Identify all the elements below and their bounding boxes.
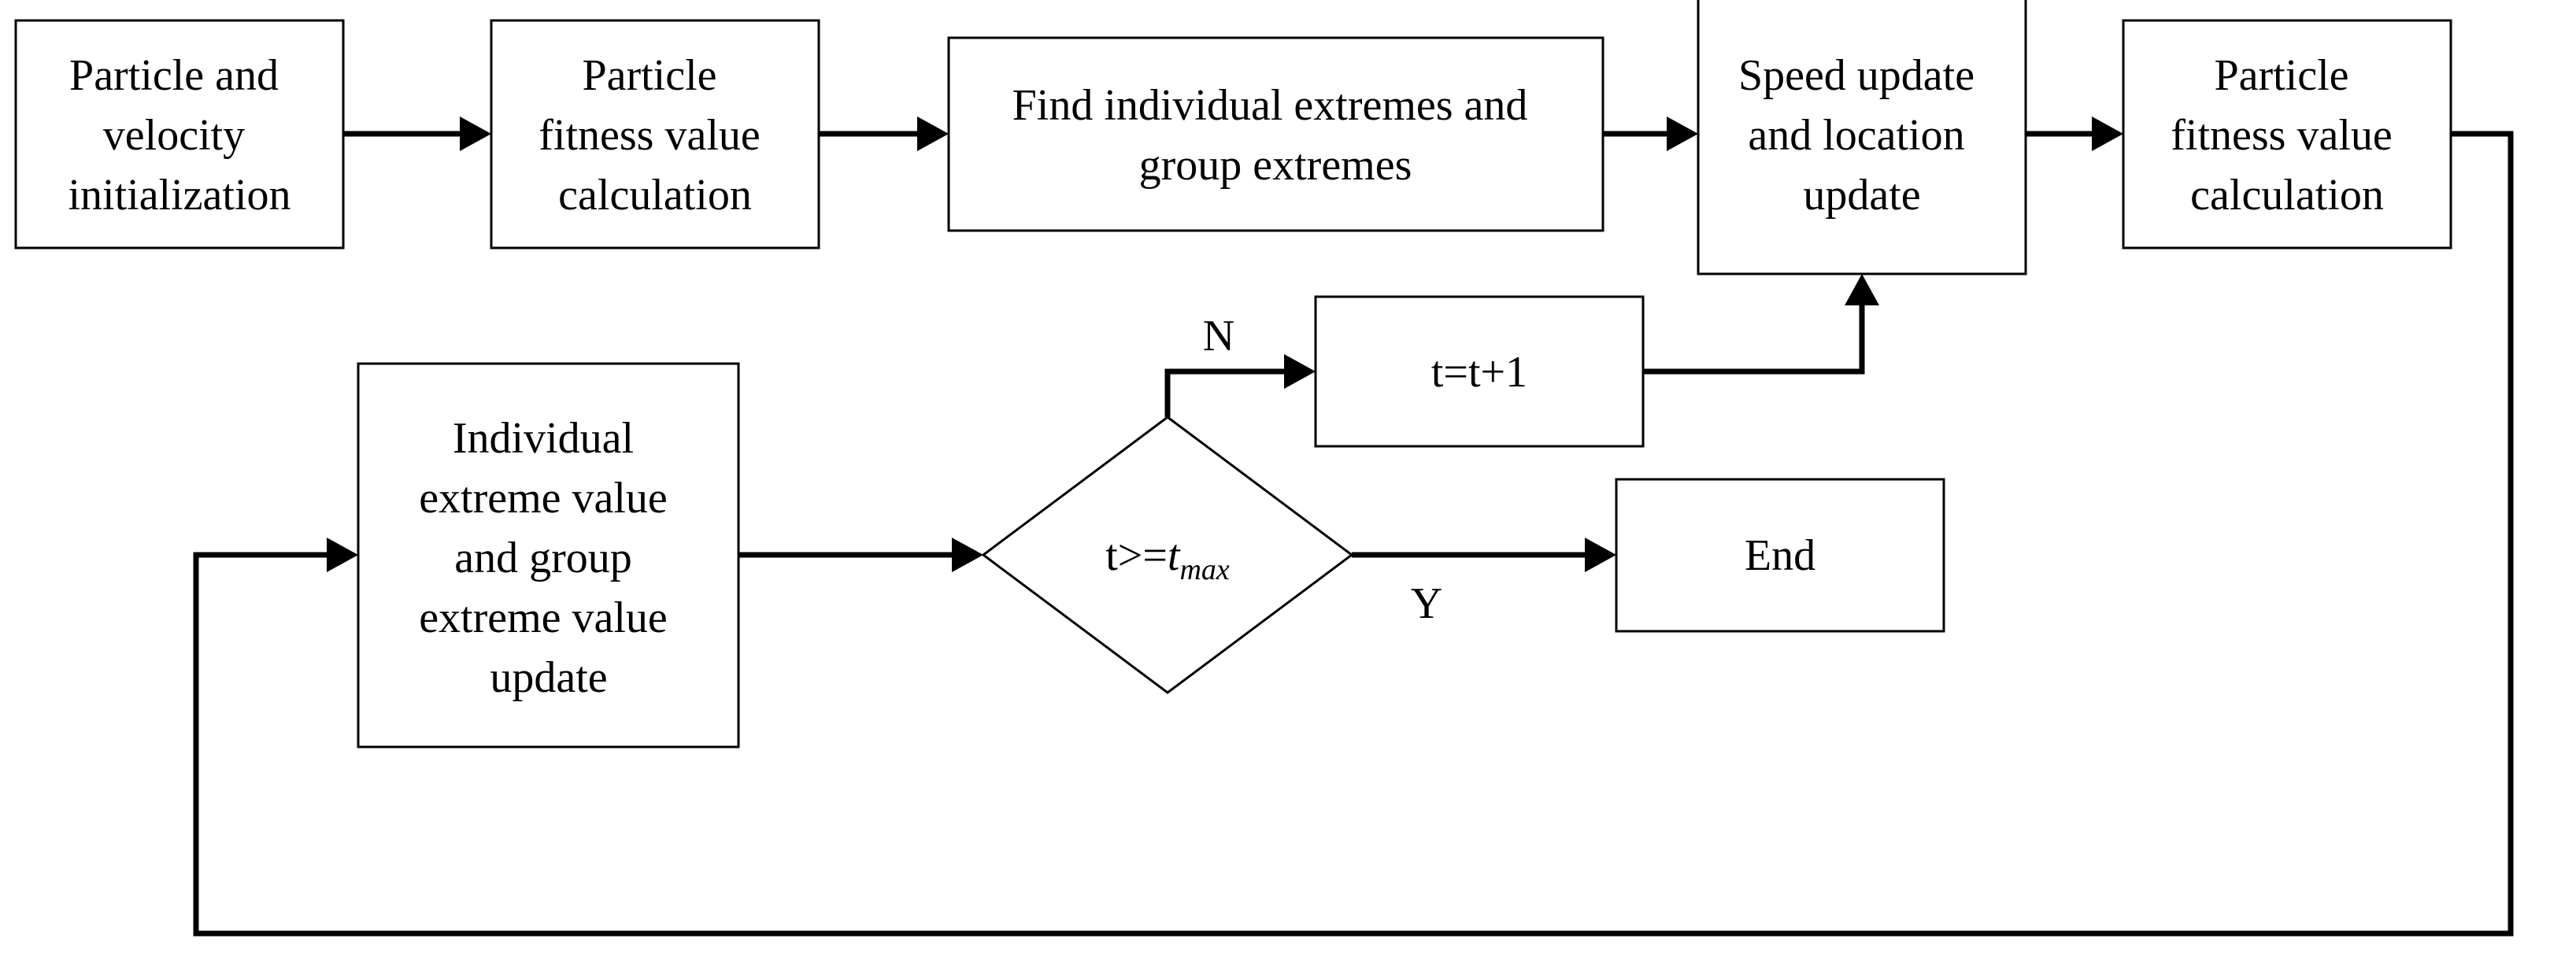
arrowhead-right (327, 538, 358, 572)
svg-text:Particle and velocity: Particle and velocity initialization (68, 51, 291, 220)
node-fitness2-line-1: Particle (2214, 51, 2348, 100)
node-speed-update-line-1: Speed update (1738, 51, 1975, 100)
node-find-extremes-line-1: Find individual extremes and (1012, 81, 1528, 130)
arrowhead-right (1284, 354, 1316, 389)
node-init-line-3: initialization (68, 171, 291, 220)
node-fitness-calculation-2: Particle fitness value calculation (2122, 19, 2452, 249)
node-speed-location-update: Speed update and location update (1697, 0, 2027, 275)
svg-text:Particle fitness value: Particle fitness value calculation (539, 51, 771, 220)
node-end-text: End (1745, 531, 1815, 580)
connector-decision-yes-to-end (1352, 538, 1616, 572)
svg-text:Speed update and locatio: Speed update and location update (1738, 51, 1986, 220)
arrowhead-up (1845, 274, 1879, 305)
decision-subscript: max (1179, 553, 1229, 586)
connector-decision-no-to-increment (1164, 354, 1316, 417)
node-decision-diamond: t>=tmax (981, 416, 1354, 694)
node-fitness1-line-3: calculation (558, 171, 752, 220)
node-increment: t=t+1 (1314, 295, 1645, 448)
node-extreme-value-update: Individual extreme value and group extre… (357, 362, 740, 748)
svg-text:t>=tmax: t>=tmax (1105, 531, 1230, 586)
arrowhead-right (1585, 538, 1616, 572)
arrowhead-right (1667, 116, 1698, 151)
node-init-line-1: Particle and (69, 51, 279, 100)
node-extreme-update-line-5: update (490, 653, 607, 702)
node-extreme-update-line-2: extreme value (419, 474, 668, 523)
decision-prefix: t>= (1105, 531, 1168, 580)
node-fitness-calculation-1: Particle fitness value calculation (490, 19, 820, 249)
node-fitness2-line-3: calculation (2190, 171, 2384, 220)
connector-fitness1-to-find-extremes (819, 116, 949, 151)
node-increment-text: t=t+1 (1431, 348, 1527, 397)
connector-extreme-update-to-decision (738, 538, 983, 572)
svg-text:Individual extreme value: Individual extreme value and group extre… (419, 414, 679, 702)
node-fitness1-line-1: Particle (582, 51, 716, 100)
arrowhead-right (460, 116, 491, 151)
node-find-extremes: Find individual extremes and group extre… (947, 36, 1604, 232)
node-speed-update-line-3: update (1803, 171, 1920, 220)
node-init: Particle and velocity initialization (14, 19, 345, 249)
node-extreme-update-line-1: Individual (453, 414, 634, 463)
decision-variable: t (1168, 531, 1181, 580)
arrowhead-right (2092, 116, 2123, 151)
arrowhead-right (917, 116, 949, 151)
svg-text:Particle fitness value: Particle fitness value calculation (2171, 51, 2403, 220)
node-find-extremes-line-2: group extremes (1139, 141, 1412, 190)
node-init-line-2: velocity (103, 111, 245, 160)
edge-label-yes: Y (1411, 579, 1442, 628)
connector-init-to-fitness1 (343, 116, 491, 151)
connector-find-extremes-to-speed-update (1603, 116, 1698, 151)
connector-increment-to-speed-update (1643, 274, 1879, 375)
node-end: End (1615, 478, 1945, 633)
node-speed-update-line-2: and location (1748, 111, 1964, 160)
node-extreme-update-line-3: and group (454, 534, 632, 582)
edge-label-no: N (1203, 312, 1234, 360)
arrowhead-right (952, 538, 983, 572)
node-fitness1-line-2: fitness value (539, 111, 760, 160)
connector-fitness2-feedback-loop (193, 131, 2514, 937)
node-extreme-update-line-4: extreme value (419, 593, 668, 642)
svg-text:Find individual extremes and: Find individual extremes and group extre… (1012, 81, 1539, 190)
connector-speed-update-to-fitness2 (2026, 116, 2123, 151)
node-fitness2-line-2: fitness value (2171, 111, 2392, 160)
